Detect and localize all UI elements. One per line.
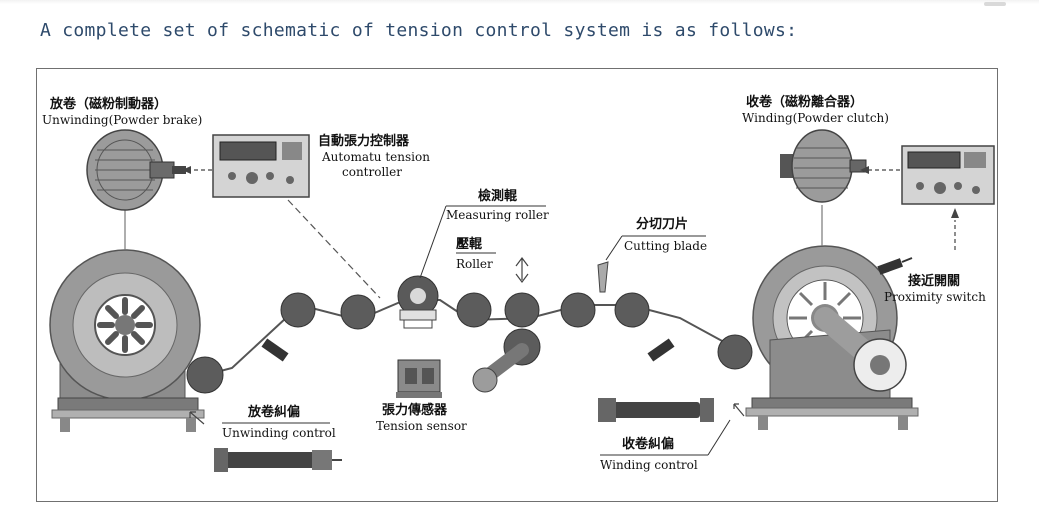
press-roller-icon [472,257,541,393]
svg-text:Measuring roller: Measuring roller [446,208,549,222]
svg-text:controller: controller [342,165,402,179]
svg-text:Cutting blade: Cutting blade [624,239,707,253]
page-caption: A complete set of schematic of tension c… [40,20,798,41]
svg-text:Tension sensor: Tension sensor [376,419,467,433]
svg-text:放卷（磁粉制動器）: 放卷（磁粉制動器） [49,96,167,112]
label-unwinding-control: 放卷糾偏 Unwinding control [222,404,336,440]
label-proximity-switch: 接近開關 Proximity switch [884,273,986,304]
svg-text:Automatu tension: Automatu tension [321,150,430,164]
svg-text:Unwinding(Powder brake): Unwinding(Powder brake) [42,113,202,127]
svg-text:Winding(Powder clutch): Winding(Powder clutch) [742,111,889,125]
svg-text:檢測輥: 檢測輥 [478,188,517,204]
label-roller: 壓輥 Roller [456,236,496,271]
tension-sensor-icon [396,359,442,398]
cutting-blade-icon [597,261,609,293]
svg-text:放卷糾偏: 放卷糾偏 [247,404,300,420]
edge-guide-actuator-icon [598,398,714,422]
svg-text:Unwinding control: Unwinding control [222,426,336,440]
edge-guide-actuator-icon [214,448,342,472]
svg-text:Roller: Roller [456,257,493,271]
top-border [0,0,1039,4]
label-winding: 收卷（磁粉離合器） Winding(Powder clutch) [742,94,889,125]
tension-controller-icon [212,134,310,198]
svg-text:收卷糾偏: 收卷糾偏 [622,436,674,452]
svg-text:自動張力控制器: 自動張力控制器 [318,133,410,149]
powder-clutch-icon [780,129,867,203]
edge-sensor-icon [261,338,675,362]
idler-rollers [186,292,753,394]
label-tension-sensor: 張力傳感器 Tension sensor [376,402,467,433]
svg-text:張力傳感器: 張力傳感器 [382,402,448,418]
svg-text:壓輥: 壓輥 [456,236,482,252]
label-winding-control: 收卷糾偏 Winding control [600,419,731,472]
winding-controller-icon [901,145,995,205]
measuring-roller-icon [397,275,439,329]
label-unwinding: 放卷（磁粉制動器） Unwinding(Powder brake) [42,96,202,127]
svg-text:分切刀片: 分切刀片 [636,216,688,232]
label-cutting-blade: 分切刀片 Cutting blade [605,216,707,261]
svg-text:收卷（磁粉離合器）: 收卷（磁粉離合器） [746,94,863,110]
corner-mark [984,2,1006,6]
label-measuring-roller: 檢測輥 Measuring roller [419,188,549,279]
svg-text:接近開關: 接近開關 [908,273,960,289]
svg-text:Winding control: Winding control [600,458,698,472]
winding-reel [745,205,919,430]
powder-brake-icon [86,129,186,211]
label-controller: 自動張力控制器 Automatu tension controller [318,133,430,179]
unwinding-reel [49,210,205,432]
svg-text:Proximity switch: Proximity switch [884,290,986,304]
proximity-switch-icon [877,257,913,275]
